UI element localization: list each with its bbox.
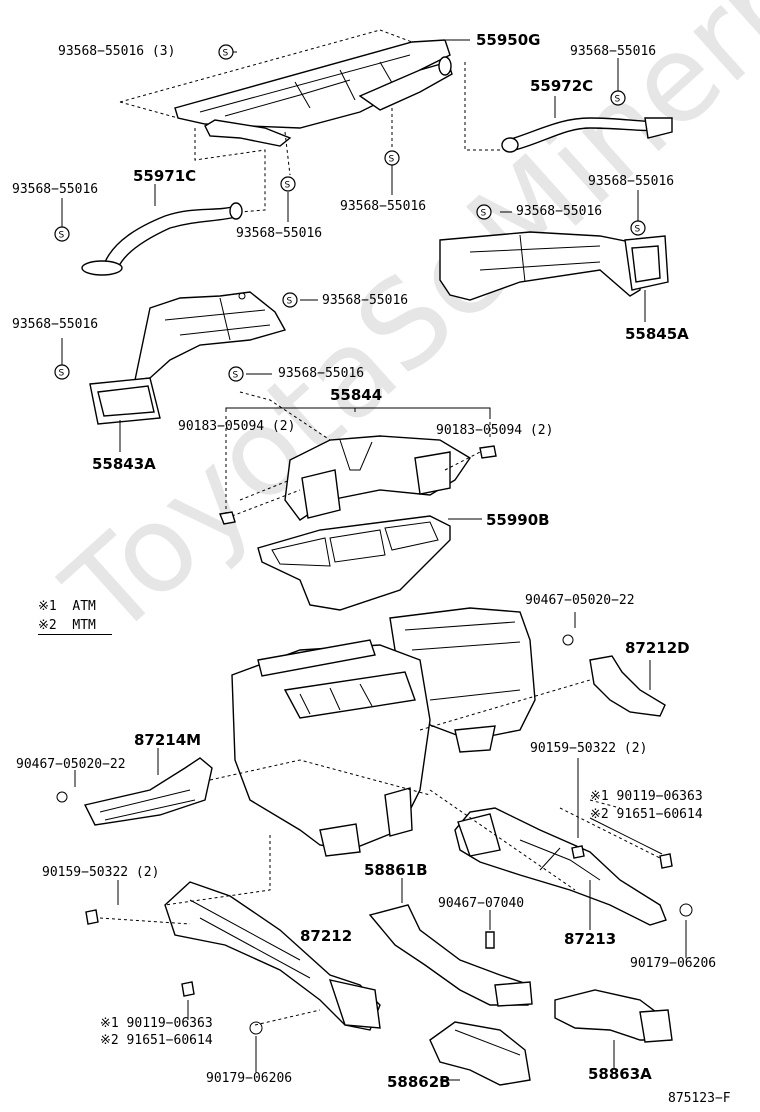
- duct-55843A: [89, 291, 287, 425]
- svg-text:S: S: [59, 369, 65, 379]
- label-87212: 87212: [300, 927, 353, 945]
- duct-58861B: [368, 904, 533, 1007]
- label-90119-06363: ※1 90119−06363: [590, 789, 703, 804]
- label-55845A: 55845A: [625, 325, 689, 343]
- symbols-s: S S S S S S S S S S: [54, 44, 646, 382]
- label-91651-60614: ※2 91651−60614: [590, 807, 703, 822]
- legend-atm: ※1 ATM: [38, 599, 96, 614]
- label-90179-06206: 90179−06206: [206, 1071, 293, 1086]
- svg-text:S: S: [59, 231, 65, 241]
- duct-87213: [454, 807, 667, 926]
- leader-lines: [61, 39, 687, 1081]
- svg-text:S: S: [635, 225, 641, 235]
- label-90119-06363: ※1 90119−06363: [100, 1016, 213, 1031]
- svg-text:S: S: [233, 371, 239, 381]
- s-symbol-icon: S: [384, 150, 400, 166]
- label-93568-55016: 93568−55016: [322, 293, 409, 308]
- label-93568-55016: 93568−55016: [516, 204, 603, 219]
- svg-text:S: S: [481, 209, 487, 219]
- label-58861B: 58861B: [364, 861, 428, 879]
- label-90159-50322: 90159−50322 (2): [530, 741, 648, 756]
- label-93568-55016: 93568−55016: [12, 182, 99, 197]
- label-55950G: 55950G: [476, 31, 541, 49]
- duct-58863A: [554, 989, 673, 1043]
- label-93568-55016-x3: 93568−55016 (3): [58, 44, 176, 59]
- s-symbol-icon: S: [54, 226, 70, 242]
- label-90467-07040: 90467−07040: [438, 896, 525, 911]
- svg-text:S: S: [285, 181, 291, 191]
- label-90183-05094: 90183−05094 (2): [178, 419, 296, 434]
- s-symbol-icon: S: [228, 366, 244, 382]
- duct-55845A: [439, 231, 669, 301]
- svg-text:S: S: [287, 297, 293, 307]
- label-55844: 55844: [330, 386, 383, 404]
- label-58863A: 58863A: [588, 1065, 652, 1083]
- label-87212D: 87212D: [625, 639, 690, 657]
- s-symbol-icon: S: [476, 204, 492, 220]
- label-90183-05094: 90183−05094 (2): [436, 423, 554, 438]
- s-symbol-icon: S: [280, 176, 296, 192]
- duct-87212: [164, 881, 381, 1031]
- duct-55844: [284, 435, 471, 521]
- defroster-nozzle-55950G: [174, 39, 453, 147]
- label-90467-05020-22: 90467−05020−22: [525, 593, 635, 608]
- s-symbol-icon: S: [54, 364, 70, 380]
- heater-unit: [231, 607, 536, 857]
- duct-55972C: [501, 117, 673, 153]
- label-58862B: 58862B: [387, 1073, 451, 1091]
- svg-text:S: S: [615, 95, 621, 105]
- duct-58862B: [429, 1021, 531, 1086]
- label-90179-06206: 90179−06206: [630, 956, 717, 971]
- svg-text:S: S: [389, 155, 395, 165]
- label-93568-55016: 93568−55016: [278, 366, 365, 381]
- duct-87214M: [83, 757, 213, 826]
- s-symbol-icon: S: [630, 220, 646, 236]
- svg-text:S: S: [223, 49, 229, 59]
- duct-55971C: [81, 202, 243, 276]
- label-55990B: 55990B: [486, 511, 550, 529]
- s-symbol-icon: S: [610, 90, 626, 106]
- duct-87212D: [589, 655, 666, 717]
- label-93568-55016: 93568−55016: [12, 317, 99, 332]
- label-93568-55016: 93568−55016: [570, 44, 657, 59]
- label-90159-50322: 90159−50322 (2): [42, 865, 160, 880]
- label-91651-60614: ※2 91651−60614: [100, 1033, 213, 1048]
- label-87214M: 87214M: [134, 731, 202, 749]
- label-55843A: 55843A: [92, 455, 156, 473]
- label-87213: 87213: [564, 930, 617, 948]
- label-90467-05020-22: 90467−05020−22: [16, 757, 126, 772]
- label-55972C: 55972C: [530, 77, 594, 95]
- frame-55990B: [257, 515, 451, 611]
- s-symbol-icon: S: [282, 292, 298, 308]
- diagram-id: 875123−F: [668, 1091, 731, 1106]
- label-55971C: 55971C: [133, 167, 197, 185]
- fasteners: [56, 634, 693, 1035]
- s-symbol-icon: S: [218, 44, 234, 60]
- label-93568-55016: 93568−55016: [236, 226, 323, 241]
- label-93568-55016: 93568−55016: [588, 174, 675, 189]
- label-93568-55016: 93568−55016: [340, 199, 427, 214]
- legend-mtm: ※2 MTM: [38, 617, 112, 635]
